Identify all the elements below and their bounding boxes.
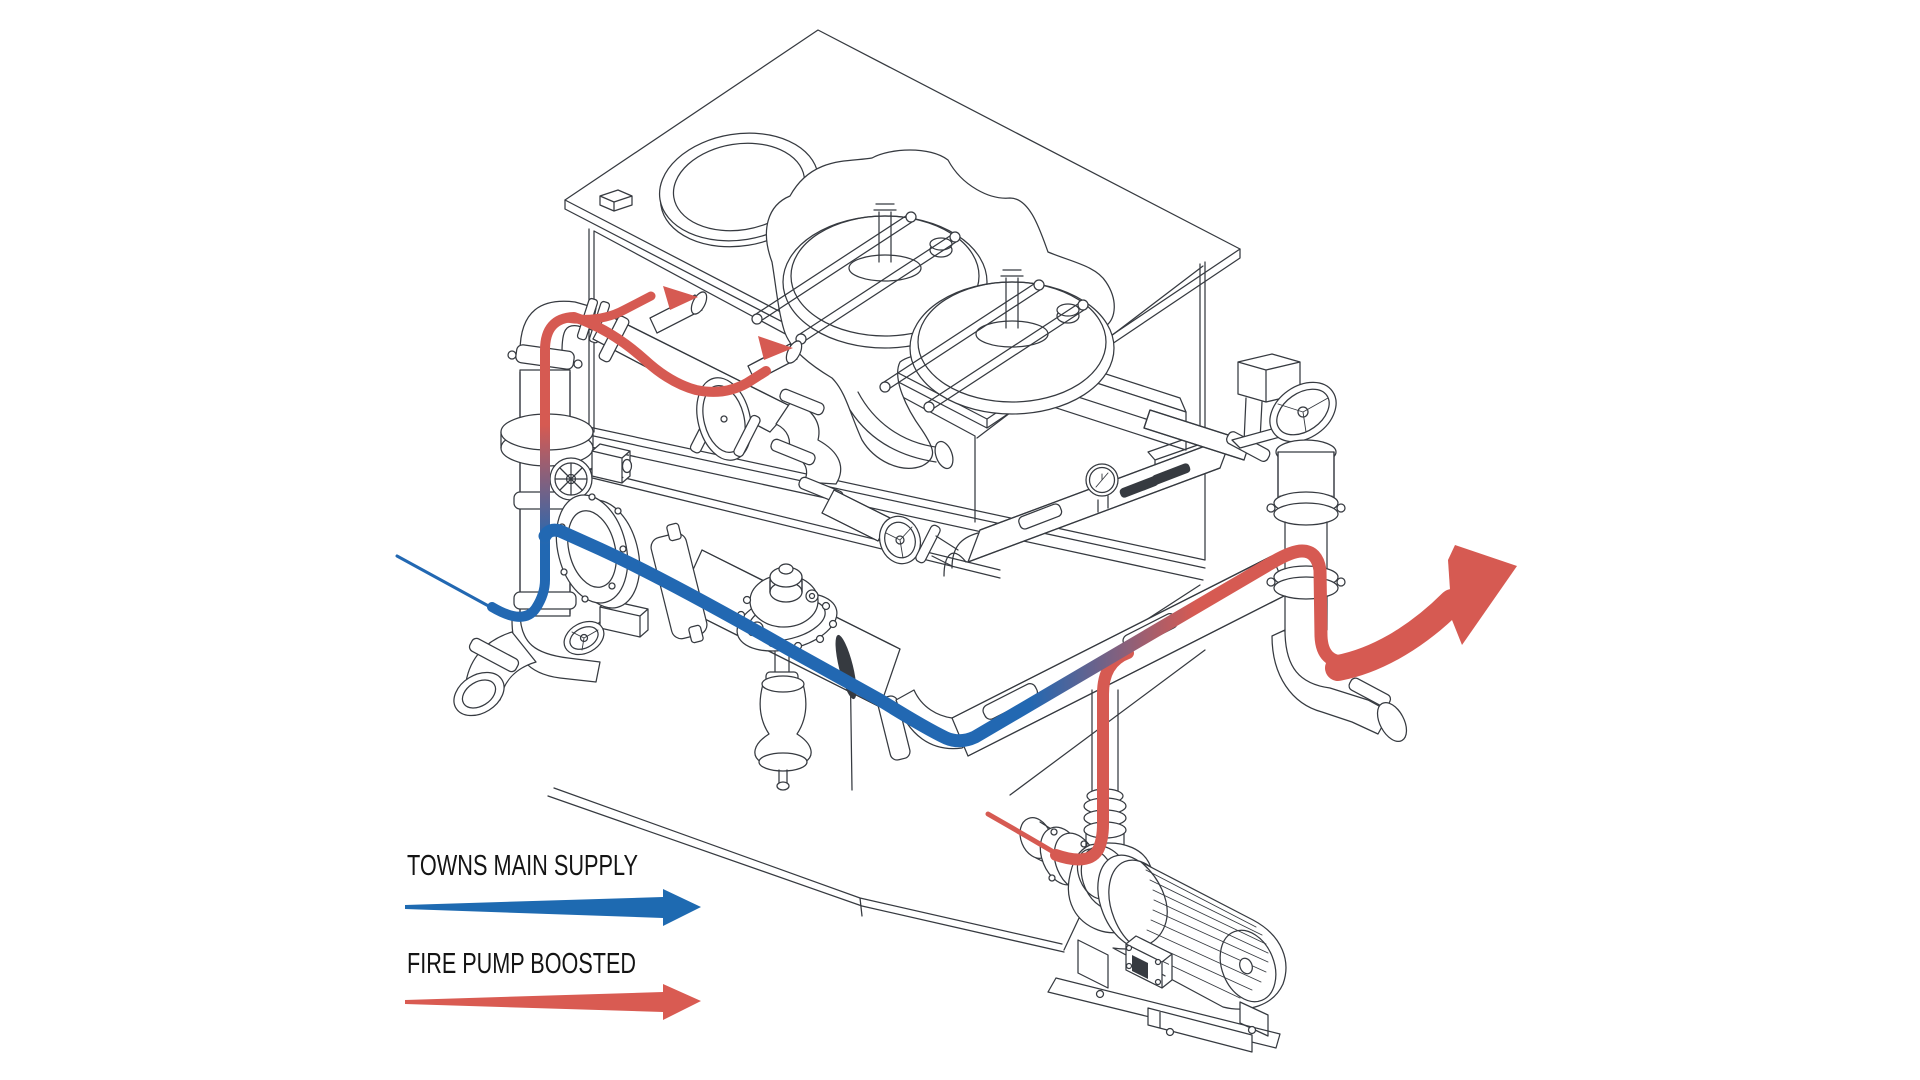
inlet-elbow [453, 631, 537, 717]
main-flow-line [538, 523, 1365, 748]
fill-arrowhead-1 [663, 286, 698, 310]
tank-fill-branch [561, 291, 656, 324]
towns-main-entry-line [395, 554, 496, 611]
water-storage-tank [547, 29, 1241, 953]
discharge-column [1143, 353, 1408, 743]
fan-grille [1219, 929, 1277, 1003]
internal-pipework [849, 391, 947, 463]
pump-baseplate [1047, 939, 1281, 1053]
wafer-valve-disc [689, 377, 761, 461]
tank-cutaway [751, 149, 1115, 470]
grooved-coupling-col1 [1266, 491, 1346, 526]
discharge-arrow [1325, 545, 1517, 681]
legend-label-fire-pump: FIRE PUMP BOOSTED [407, 948, 636, 980]
pump-discharge-pipe [1091, 689, 1119, 799]
grooved-coupling-col2 [1266, 565, 1346, 600]
lid-fitting [599, 189, 633, 212]
flow-overlay [395, 286, 1517, 866]
gate-valve-handwheel [549, 443, 633, 501]
legend-label-towns-main: TOWNS MAIN SUPPLY [407, 850, 638, 882]
terminal-box [1125, 935, 1173, 989]
fill-arrowhead-2 [758, 336, 793, 360]
fill-header [592, 291, 959, 567]
legend-item-towns-main: TOWNS MAIN SUPPLY [405, 850, 701, 926]
legend-item-fire-pump: FIRE PUMP BOOSTED [405, 948, 701, 1020]
pressure-gauge [1085, 463, 1119, 513]
legend-arrow-red [405, 984, 701, 1020]
isolation-valve-handwheel [563, 599, 649, 656]
fire-pump [1019, 689, 1287, 1053]
header-drop-elbow [770, 388, 891, 542]
butterfly-valve [1269, 381, 1337, 443]
discharge-elbow [1271, 629, 1391, 735]
butterfly-valve-mid [878, 515, 959, 567]
legend: TOWNS MAIN SUPPLY FIRE PUMP BOOSTED [405, 850, 701, 1020]
mounting-rails [751, 211, 1089, 413]
electric-motor [1112, 861, 1287, 1010]
gauge-pipe-run [943, 435, 1233, 577]
pump-discharge-line [1050, 647, 1134, 866]
air-release-valve [754, 651, 812, 791]
legend-arrow-blue [405, 889, 701, 926]
